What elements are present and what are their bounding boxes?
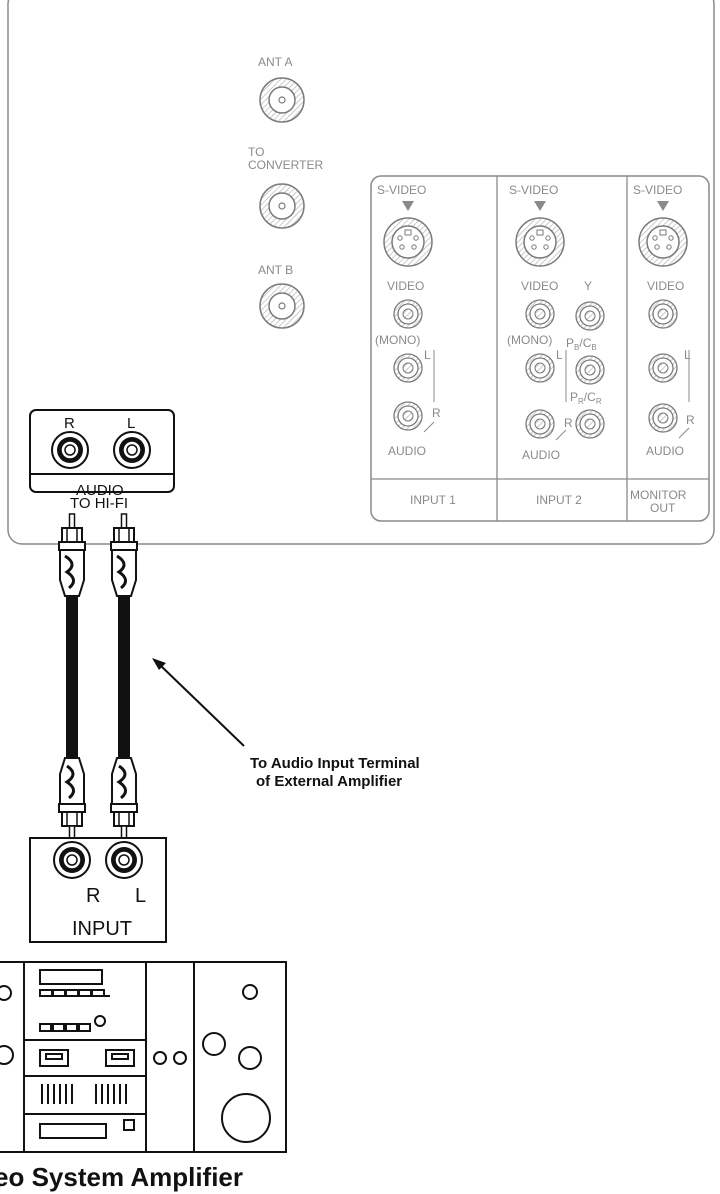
ant-a-connector[interactable] [259,77,305,123]
amp-input-r-jack[interactable] [53,841,91,879]
audio-l-label: L [556,348,563,362]
input-2-panel: S-VIDEO VIDEO Y (MONO) PB/CB L PR/CR R A… [507,183,605,507]
amp-input-l-label: L [135,885,146,907]
audio-l-label: L [684,348,691,362]
audio-to-hifi-box: R L AUDIO TO HI-FI [29,409,175,512]
s-video-connector[interactable] [383,217,433,267]
video-label: VIDEO [521,279,558,293]
audio-l-connector[interactable] [393,353,423,383]
arrow-down-icon [402,201,414,211]
amplifier-label: eo System Amplifier [0,1162,243,1192]
monitor-label-line2: OUT [650,501,676,515]
video-connector[interactable] [525,299,555,329]
input-1-label: INPUT 1 [410,493,456,507]
pr-cr-connector[interactable] [575,409,605,439]
svideo-label: S-VIDEO [509,183,558,197]
hifi-label-line1: AUDIO [76,482,124,499]
audio-l-connector[interactable] [525,353,555,383]
ant-b-label: ANT B [258,263,293,277]
audio-cable-right[interactable] [109,512,139,842]
hifi-r-jack[interactable] [51,431,89,469]
audio-label: AUDIO [522,448,560,462]
audio-r-label: R [432,406,441,420]
audio-label: AUDIO [646,444,684,458]
arrow-down-icon [534,201,546,211]
svideo-label: S-VIDEO [377,183,426,197]
to-converter-label-line2: CONVERTER [248,158,323,172]
monitor-label-line1: MONITOR [630,488,687,502]
pb-cb-connector[interactable] [575,355,605,385]
mono-label: (MONO) [375,333,420,347]
hifi-l-jack[interactable] [113,431,151,469]
y-connector[interactable] [575,301,605,331]
woofer-icon [221,1093,271,1143]
s-video-connector[interactable] [515,217,565,267]
hifi-label-line2: TO HI-FI [70,495,128,512]
audio-l-connector[interactable] [648,353,678,383]
video-label: VIDEO [387,279,424,293]
amp-input-l-jack[interactable] [105,841,143,879]
audio-r-connector[interactable] [393,401,423,431]
mono-label: (MONO) [507,333,552,347]
antenna-terminals: ANT A TO CONVERTER ANT B [248,55,323,329]
amp-input-label: INPUT [72,918,132,940]
ant-a-label: ANT A [258,55,292,69]
annotation: To Audio Input Terminal of External Ampl… [152,658,420,790]
annotation-line2: of External Amplifier [256,773,402,790]
input-panels: S-VIDEO VIDEO (MONO) L R AUDIO INPUT 1 S… [370,175,710,522]
stereo-amplifier-illustration [0,961,287,1153]
tv-back-panel [7,0,715,545]
audio-r-connector[interactable] [525,409,555,439]
to-converter-connector[interactable] [259,183,305,229]
speaker-knob-icon [0,985,12,1001]
svideo-label: S-VIDEO [633,183,682,197]
amp-input-box: R L INPUT [29,837,167,943]
amp-input-r-label: R [86,885,100,907]
hifi-r-label: R [64,415,75,432]
hifi-l-label: L [127,415,135,432]
monitor-out-panel: S-VIDEO VIDEO L R AUDIO MONITOR OUT [630,183,695,515]
ant-b-connector[interactable] [259,283,305,329]
annotation-line1: To Audio Input Terminal [250,755,420,772]
video-connector[interactable] [648,299,678,329]
audio-r-connector[interactable] [648,403,678,433]
audio-r-label: R [564,416,573,430]
video-label: VIDEO [647,279,684,293]
speaker-icon [0,1045,14,1065]
arrow-down-icon [657,201,669,211]
amplifier-cabinet [0,961,287,1153]
audio-label: AUDIO [388,444,426,458]
audio-cable-left[interactable] [57,512,87,842]
pb-cb-label: PB/CB [566,336,597,352]
audio-r-label: R [686,413,695,427]
to-converter-label-line1: TO [248,145,264,159]
arrow-head-icon [152,658,166,670]
input-1-panel: S-VIDEO VIDEO (MONO) L R AUDIO INPUT 1 [375,183,456,507]
video-connector[interactable] [393,299,423,329]
annotation-arrow [159,664,245,747]
audio-l-label: L [424,348,431,362]
pr-cr-label: PR/CR [570,390,602,406]
s-video-connector[interactable] [638,217,688,267]
input-2-label: INPUT 2 [536,493,582,507]
y-label: Y [584,279,592,293]
